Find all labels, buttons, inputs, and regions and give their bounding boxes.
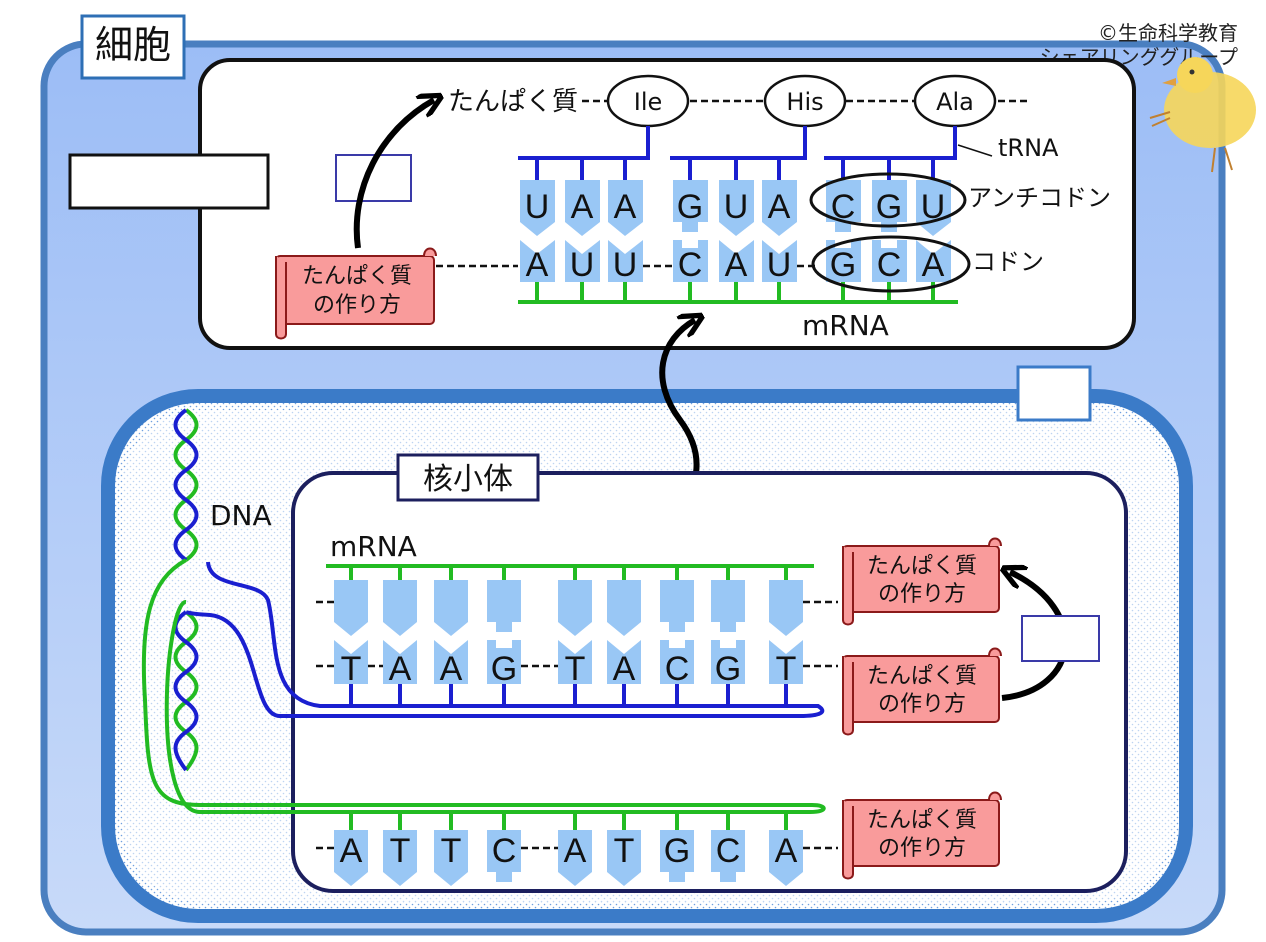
svg-text:A: A (614, 188, 637, 226)
svg-text:たんぱく質: たんぱく質 (867, 808, 977, 833)
codon-label: コドン (972, 248, 1044, 276)
svg-text:G: G (664, 832, 690, 870)
mrna-label-top: mRNA (802, 309, 889, 342)
protein-label: たんぱく質 (448, 87, 578, 117)
copyright-line-1: ©生命科学教育 (1098, 21, 1238, 45)
svg-text:A: A (922, 246, 945, 284)
svg-text:U: U (767, 246, 792, 284)
nucleus-mrna-blocks (334, 580, 803, 636)
svg-text:A: A (526, 246, 549, 284)
svg-text:の作り方: の作り方 (313, 293, 401, 318)
svg-text:U: U (570, 246, 595, 284)
svg-text:G: G (830, 246, 856, 284)
svg-text:His: His (786, 88, 823, 116)
svg-text:A: A (389, 650, 412, 688)
svg-text:C: C (492, 832, 517, 870)
amino-acid-ile: Ile (606, 74, 690, 128)
svg-text:G: G (491, 650, 517, 688)
svg-text:Ile: Ile (634, 88, 663, 116)
svg-text:G: G (715, 650, 741, 688)
nucleolus-title: 核小体 (423, 462, 513, 497)
dna-label: DNA (210, 499, 272, 532)
codon-letters: A U U C A U G C A (526, 246, 945, 284)
dna-helix (141, 408, 826, 814)
blank-label-box-nucleus (1016, 365, 1092, 422)
svg-text:A: A (725, 246, 748, 284)
svg-text:G: G (876, 188, 902, 226)
top-base-pairs (520, 180, 951, 282)
scroll-recipe-nucleus-1: たんぱく質 の作り方 (842, 537, 1002, 626)
nucleus-mrna-label: mRNA (330, 530, 417, 563)
anticodon-ellipse (809, 172, 967, 228)
svg-text:の作り方: の作り方 (878, 692, 966, 717)
svg-text:A: A (564, 832, 587, 870)
svg-text:たんぱく質: たんぱく質 (867, 664, 977, 689)
amino-acid-his: His (763, 74, 847, 128)
title-text: 細胞 (95, 23, 171, 67)
dna-coding-strand (349, 812, 788, 830)
codon-ellipse (811, 235, 971, 293)
trna-pointer (957, 144, 993, 157)
blank-label-box-transcription (1021, 615, 1100, 662)
svg-text:T: T (441, 832, 462, 870)
svg-text:G: G (677, 188, 703, 226)
svg-text:C: C (665, 650, 690, 688)
dna-template-letters: T A A G T A C G T (341, 650, 797, 688)
svg-text:U: U (525, 188, 550, 226)
svg-text:T: T (614, 832, 635, 870)
dna-template-strand (349, 684, 788, 706)
svg-text:の作り方: の作り方 (878, 582, 966, 607)
svg-text:A: A (613, 650, 636, 688)
scroll-recipe-nucleus-3: たんぱく質 の作り方 (842, 791, 1002, 880)
svg-text:T: T (776, 650, 797, 688)
svg-text:の作り方: の作り方 (878, 836, 966, 861)
trna-1 (518, 126, 650, 180)
trna-2 (670, 126, 807, 180)
trna-label: tRNA (998, 134, 1059, 162)
trna-3 (824, 126, 957, 180)
scroll-recipe-top: たんぱく質 の作り方 (275, 247, 437, 340)
translation-arrow (353, 100, 434, 249)
svg-text:U: U (724, 188, 749, 226)
svg-text:T: T (390, 832, 411, 870)
svg-text:A: A (440, 650, 463, 688)
nucleus-mrna-strand (326, 564, 814, 580)
blank-label-box-ribosome (68, 153, 270, 210)
svg-text:T: T (565, 650, 586, 688)
svg-text:T: T (341, 650, 362, 688)
svg-text:C: C (716, 832, 741, 870)
chick-mascot-icon (1149, 57, 1256, 173)
dna-coding-letters: A T T C A T G C A (340, 832, 798, 870)
title-box (80, 14, 186, 80)
svg-text:A: A (340, 832, 363, 870)
anticodon-letters: U A A G U A C G U (525, 188, 946, 226)
svg-text:C: C (877, 246, 902, 284)
svg-text:Ala: Ala (936, 88, 974, 116)
dna-template-blocks (334, 640, 803, 684)
svg-text:A: A (571, 188, 594, 226)
svg-text:U: U (613, 246, 638, 284)
nucleolus (291, 471, 1128, 893)
svg-text:C: C (678, 246, 703, 284)
anticodon-label: アンチコドン (968, 184, 1111, 212)
svg-text:たんぱく質: たんぱく質 (302, 264, 412, 289)
svg-text:A: A (768, 188, 791, 226)
dna-coding-blocks (334, 830, 803, 886)
nucleolus-title-box (396, 453, 540, 502)
mrna-strand-top (518, 282, 958, 304)
amino-acid-ala: Ala (913, 74, 997, 128)
svg-text:A: A (775, 832, 798, 870)
svg-text:たんぱく質: たんぱく質 (867, 554, 977, 579)
scroll-recipe-nucleus-2: たんぱく質 の作り方 (842, 647, 1002, 736)
